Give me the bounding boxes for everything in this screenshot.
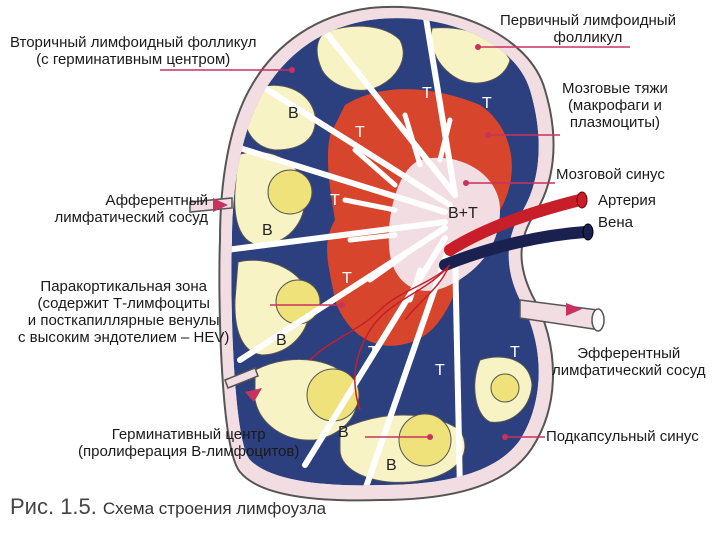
germinal-centers — [267, 169, 520, 467]
letter-t: T — [342, 270, 352, 287]
letter-b: B — [338, 424, 349, 441]
efferent-vessel — [519, 299, 605, 332]
letter-t: T — [482, 95, 492, 112]
caption-figure-number: Рис. 1.5. — [10, 494, 97, 519]
region-letters: T T T T T T T T B+T — [330, 85, 520, 379]
label-germinal-center: Герминативный центр (пролиферация В-лимф… — [78, 426, 300, 460]
afferent-arrows — [213, 198, 262, 402]
letter-t: T — [368, 344, 378, 361]
label-subcapsular-sinus: Подкапсульный синус — [546, 428, 699, 445]
letter-t: T — [510, 344, 520, 361]
medullary-cords — [342, 112, 453, 303]
vein — [439, 223, 594, 271]
letter-t: T — [355, 124, 365, 141]
caption-text: Схема строения лимфоузла — [102, 499, 327, 518]
afferent-vessels — [189, 197, 259, 389]
letter-t: T — [435, 362, 445, 379]
letter-t: T — [330, 192, 340, 209]
label-medullary-cords: Мозговые тяжи (макрофаги и плазмоциты) — [562, 80, 668, 131]
letter-b: B — [262, 222, 273, 239]
pointer-lines — [160, 46, 630, 438]
label-vein: Вена — [598, 214, 633, 231]
label-paracortical-zone: Паракортикальная зона (содержит Т-лимфоц… — [18, 278, 230, 346]
label-secondary-follicle: Вторичный лимфоидный фолликул (с гермина… — [10, 34, 257, 68]
letter-center: B+T — [448, 205, 478, 222]
letter-b: B — [288, 105, 299, 122]
artery — [444, 191, 588, 256]
figure-caption: Рис. 1.5. Схема строения лимфоузла — [10, 494, 326, 520]
pointer-dots — [289, 44, 508, 440]
label-artery: Артерия — [598, 192, 656, 209]
b-letters: B B B B B — [262, 105, 397, 474]
letter-b: B — [276, 332, 287, 349]
label-primary-follicle: Первичный лимфоидный фолликул — [500, 12, 676, 46]
label-efferent: Эфферентный лимфатический сосуд — [552, 345, 706, 379]
letter-t: T — [422, 85, 432, 102]
trabeculae — [231, 18, 463, 486]
capillaries — [309, 264, 451, 411]
label-medullary-sinus: Мозговой синус — [556, 166, 665, 183]
label-afferent: Афферентный лимфатический сосуд — [54, 192, 208, 226]
letter-b: B — [386, 457, 397, 474]
